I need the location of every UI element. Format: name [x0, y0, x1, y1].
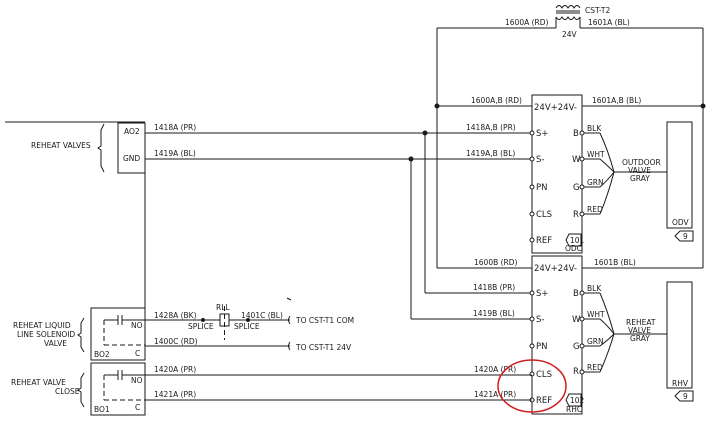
reheat-valve-name: RHV: [672, 379, 689, 388]
bo2-name: BO2: [94, 350, 110, 359]
wire-1419b: 1419B (BL): [473, 309, 515, 318]
outdoor-valve: ODV 9: [666, 121, 694, 242]
odc-pin-s-plus: S+: [536, 129, 549, 139]
outdoor-valve-ref: 9: [683, 232, 688, 241]
reheat-valve-line3: GRAY: [630, 334, 650, 343]
relay-label: RLL: [216, 303, 230, 312]
bo1-name: BO1: [94, 405, 110, 414]
rhc-pin-b: B: [573, 289, 579, 299]
odc-color-grn: GRN: [587, 178, 604, 187]
rhc-color-grn: GRN: [587, 337, 604, 346]
wire-1419a: 1419A (BL): [154, 149, 196, 158]
odc-color-red: RED: [587, 205, 603, 214]
odc-pin-r: R: [573, 210, 579, 220]
wire-1418b: 1418B (PR): [473, 283, 515, 292]
transformer-voltage: 24V: [562, 30, 578, 39]
wire-1600ab: 1600A,B (RD): [471, 96, 522, 105]
to-cst-t1-com: TO CST-T1 COM: [295, 316, 354, 325]
wire-1601b: 1601B (BL): [594, 258, 636, 267]
wire-1421a-right: 1421A (PR): [474, 390, 516, 399]
bo2-no: NO: [131, 321, 143, 330]
ao2-label: AO2: [124, 127, 140, 136]
highlight-circle: [497, 359, 567, 413]
bo2-line3: VALVE: [44, 339, 67, 348]
transformer-label: CST-T2: [585, 6, 610, 15]
odc-name: ODC: [565, 244, 582, 253]
rhc-pin-ref: REF: [536, 396, 552, 406]
rhc-power: 24V+24V-: [534, 264, 577, 274]
transformer-primary-left: 1600A (RD): [505, 18, 549, 27]
odc-output-wires: BLK WHT GRN RED OUTDOOR VALVE GRAY: [584, 124, 667, 215]
rhc-pin-g: G: [573, 342, 580, 352]
wire-1600b: 1600B (RD): [474, 258, 518, 267]
odc-power: 24V+24V-: [534, 103, 577, 113]
wire-1419ab: 1419A,B (BL): [466, 149, 515, 158]
relay-rll: 1428A (BK) SPLICE RLL SPLICE 1401C (BL) …: [145, 303, 354, 352]
to-cst-t1-24v: TO CST-T1 24V: [295, 343, 352, 352]
bo2-c: C: [135, 349, 140, 358]
odc-color-wht: WHT: [587, 150, 605, 159]
odc-pin-g: G: [573, 183, 580, 193]
gnd-label: GND: [123, 154, 140, 163]
wire-1400c: 1400C (RD): [154, 337, 198, 346]
outdoor-valve-line2: VALVE: [628, 166, 651, 175]
reheat-valves-label: REHEAT VALVES: [31, 141, 91, 150]
bo2-line2: LINE SOLENOID: [17, 330, 75, 339]
odc-pin-b: B: [573, 129, 579, 139]
reheat-valve-ref: 9: [683, 392, 688, 401]
reheat-valves-block: REHEAT VALVES AO2 GND: [5, 121, 146, 308]
rhc-pin-w: W: [572, 315, 581, 325]
rhc-output-wires: BLK WHT GRN RED REHEAT VALVE GRAY: [584, 284, 667, 373]
odc-pin-pn: PN: [536, 183, 547, 193]
bo1-line1: REHEAT VALVE: [11, 378, 66, 387]
odc-module: 24V+24V- S+ S- PN CLS REF B W G R 101 OD…: [529, 94, 585, 254]
transformer: CST-T2 1600A (RD) 1601A (BL) 24V: [437, 5, 703, 39]
wire-1420a-left: 1420A (PR): [154, 365, 196, 374]
odc-color-blk: BLK: [587, 124, 602, 133]
wire-1428a: 1428A (BK): [154, 311, 197, 320]
reheat-valve-line2: VALVE: [628, 326, 651, 335]
bo1-c: C: [135, 403, 140, 412]
wire-1418ab: 1418A,B (PR): [466, 123, 516, 132]
wire-1420a-right: 1420A (PR): [474, 365, 516, 374]
bo2-block: REHEAT LIQUID LINE SOLENOID VALVE NO C B…: [13, 307, 146, 361]
wire-1421a-left: 1421A (PR): [154, 390, 196, 399]
odc-pin-cls: CLS: [536, 210, 552, 220]
bo1-line2: CLOSE: [55, 387, 80, 396]
rhc-module: 24V+24V- S+ S- PN CLS REF B W G R 102 RH…: [529, 255, 585, 415]
wire-1418a: 1418A (PR): [154, 123, 196, 132]
rhc-color-red: RED: [587, 363, 603, 372]
rhc-color-blk: BLK: [587, 284, 602, 293]
reheat-valve-line1: REHEAT: [626, 318, 656, 327]
rhc-color-wht: WHT: [587, 310, 605, 319]
rhc-tag: 102: [570, 396, 585, 405]
rhc-pin-r: R: [573, 367, 579, 377]
odc-tag: 101: [570, 236, 585, 245]
odc-pin-w: W: [572, 155, 581, 165]
splice1-label: SPLICE: [188, 322, 214, 331]
rhc-pin-cls: CLS: [536, 370, 552, 380]
splice2-label: SPLICE: [234, 322, 260, 331]
wire-1401c: 1401C (BL): [241, 311, 283, 320]
bo1-no: NO: [131, 376, 143, 385]
rhc-name: RHC: [566, 405, 582, 414]
bo1-block: REHEAT VALVE CLOSE NO C BO1: [11, 362, 146, 416]
rhc-pin-pn: PN: [536, 342, 547, 352]
odc-pin-ref: REF: [536, 236, 552, 246]
rhc-pin-s-plus: S+: [536, 289, 549, 299]
rhc-pin-s-minus: S-: [536, 315, 544, 325]
transformer-primary-right: 1601A (BL): [588, 18, 630, 27]
odc-pin-s-minus: S-: [536, 155, 544, 165]
bo2-line1: REHEAT LIQUID: [13, 321, 71, 330]
wire-1601ab: 1601A,B (BL): [592, 96, 641, 105]
outdoor-valve-name: ODV: [672, 218, 690, 227]
outdoor-valve-line3: GRAY: [630, 174, 650, 183]
outdoor-valve-line1: OUTDOOR: [622, 158, 661, 167]
reheat-valve: RHV 9: [666, 281, 694, 402]
